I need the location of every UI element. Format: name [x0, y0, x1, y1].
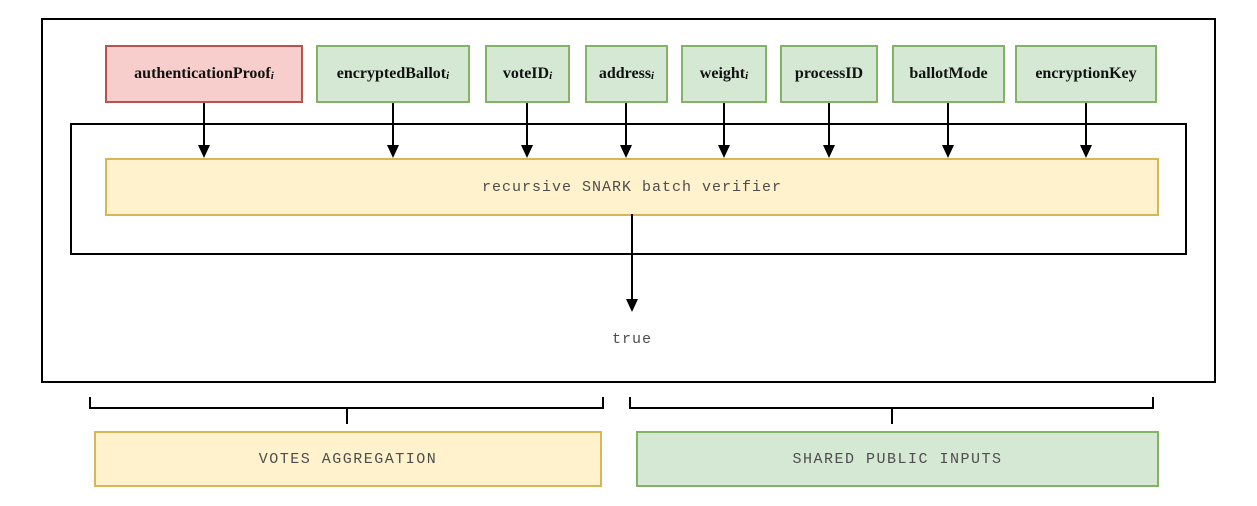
input-label: encryptedBallot	[336, 65, 447, 82]
subscript-i: i	[745, 69, 749, 82]
verifier-label: recursive SNARK batch verifier	[481, 178, 783, 196]
outer-boundary-rect	[41, 18, 1216, 383]
bracket-stem	[890, 409, 893, 424]
input-label: weight	[699, 65, 746, 82]
arrow-ballot-mode	[947, 103, 949, 146]
bracket-votes-aggregation	[89, 397, 604, 424]
input-box-ballot-mode: ballotMode	[892, 45, 1005, 103]
votes-aggregation-box: VOTES AGGREGATION	[94, 431, 602, 487]
arrow-authentication-proof	[203, 103, 205, 146]
group-label-text: VOTES AGGREGATION	[258, 450, 438, 468]
input-label: encryptionKey	[1035, 65, 1137, 82]
subscript-i: i	[651, 69, 655, 82]
arrow-vote-id	[526, 103, 528, 146]
input-box-process-id: processID	[780, 45, 878, 103]
input-label: processID	[794, 65, 864, 82]
group-label-text: SHARED PUBLIC INPUTS	[792, 450, 1003, 468]
recursive-snark-batch-verifier-box: recursive SNARK batch verifier	[105, 158, 1159, 216]
shared-public-inputs-box: SHARED PUBLIC INPUTS	[636, 431, 1159, 487]
verifier-boundary-rect	[70, 123, 1187, 255]
input-box-encryption-key: encryptionKey	[1015, 45, 1157, 103]
subscript-i: i	[446, 69, 450, 82]
arrow-weight	[723, 103, 725, 146]
input-label: voteID	[502, 65, 550, 82]
arrow-encryption-key	[1085, 103, 1087, 146]
subscript-i: i	[270, 69, 274, 82]
subscript-i: i	[549, 69, 553, 82]
arrow-address	[625, 103, 627, 146]
bracket-stem	[345, 409, 348, 424]
arrow-process-id	[828, 103, 830, 146]
output-true-label: true	[611, 331, 652, 348]
input-label: address	[598, 65, 652, 82]
bracket-shared-public-inputs	[629, 397, 1154, 424]
input-label: authenticationProof	[134, 65, 271, 82]
arrow-encrypted-ballot	[392, 103, 394, 146]
arrow-verifier-output	[631, 214, 633, 300]
input-label: ballotMode	[909, 65, 988, 82]
